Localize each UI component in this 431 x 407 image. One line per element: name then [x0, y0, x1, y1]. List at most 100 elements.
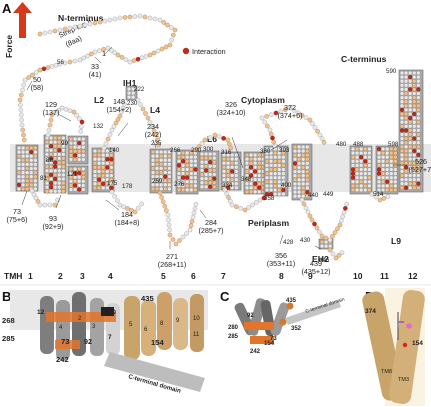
residue-dot	[45, 144, 49, 148]
residue-dot	[273, 180, 277, 184]
residue-dot	[144, 54, 148, 58]
residue-dot	[177, 159, 181, 163]
residue-dot	[97, 170, 101, 174]
residue-dot	[408, 174, 412, 178]
residue-dot	[222, 161, 226, 165]
residue-dot	[368, 184, 372, 188]
residue-dot	[188, 228, 192, 232]
residue-dot	[204, 164, 208, 168]
residue-dot	[263, 120, 267, 124]
residue-dot	[133, 14, 137, 18]
residue-dot	[49, 165, 53, 169]
residue-dot	[48, 123, 52, 127]
residue-dot	[412, 92, 416, 96]
residue-dot	[81, 171, 85, 175]
residue-dot	[115, 199, 119, 203]
residue-dot	[253, 178, 257, 182]
residue-dot	[97, 186, 101, 190]
residue-dot	[208, 160, 212, 164]
residue-number: 488	[353, 141, 364, 148]
residue-dot	[363, 184, 367, 188]
residue-dot	[151, 154, 155, 158]
residue-dot	[381, 172, 385, 176]
loop-label: L9	[391, 236, 401, 246]
residue-dot	[77, 175, 81, 179]
residue-dot	[53, 185, 57, 189]
residue-dot	[77, 179, 81, 183]
residue-dot	[254, 200, 258, 204]
residue-dot	[404, 161, 408, 165]
residue-dot	[25, 179, 29, 183]
residue-dot	[234, 205, 238, 209]
residue-dot	[404, 104, 408, 108]
residue-dot	[253, 190, 257, 194]
residue-dot	[53, 157, 57, 161]
residue-dot	[21, 158, 25, 162]
residue-dot	[324, 244, 328, 248]
residue-dot	[212, 173, 216, 177]
residue-dot	[62, 169, 66, 173]
residue-dot	[165, 23, 169, 27]
residue-dot	[394, 159, 398, 163]
residue-dot	[377, 159, 381, 163]
residue-dot	[305, 145, 309, 149]
residue-number: 393	[279, 147, 290, 154]
residue-dot	[194, 163, 198, 167]
residue-dot	[322, 140, 326, 144]
residue-number: 121	[67, 171, 78, 178]
residue-dot	[377, 147, 381, 151]
residue-dot	[181, 188, 185, 192]
residue-dot	[234, 157, 238, 161]
residue-dot	[204, 185, 208, 189]
residue-dot	[155, 171, 159, 175]
residue-dot	[17, 146, 21, 150]
residue-dot	[269, 188, 273, 192]
residue-dot	[417, 124, 421, 128]
residue-dot	[132, 59, 136, 63]
residue-dot	[304, 206, 308, 210]
residue-dot	[293, 166, 297, 170]
residue-dot	[146, 116, 150, 120]
residue-dot	[408, 88, 412, 92]
residue-dot	[97, 182, 101, 186]
residue-dot	[297, 182, 301, 186]
residue-dot	[57, 153, 61, 157]
tmh-prefix: TMH	[4, 271, 22, 281]
residue-dot	[151, 187, 155, 191]
residue-dot	[69, 137, 73, 141]
residue-dot	[351, 176, 355, 180]
residue-dot	[104, 141, 108, 145]
residue-dot	[385, 151, 389, 155]
residue-dot	[417, 116, 421, 120]
residue-dot	[140, 56, 144, 60]
residue-dot	[363, 147, 367, 151]
residue-dot	[89, 52, 93, 56]
residue-dot	[297, 194, 301, 198]
residue-dot	[378, 198, 382, 202]
residue-dot	[282, 172, 286, 176]
residue-dot	[385, 176, 389, 180]
residue-dot	[253, 157, 257, 161]
residue-dot	[277, 172, 281, 176]
residue-dot	[57, 161, 61, 165]
residue-dot	[17, 150, 21, 154]
residue-dot	[53, 169, 57, 173]
residue-dot	[77, 167, 81, 171]
residue-dot	[359, 159, 363, 163]
residue-dot	[400, 75, 404, 79]
residue-dot	[53, 153, 57, 157]
residue-dot	[359, 172, 363, 176]
residue-dot	[49, 118, 53, 122]
residue-dot	[200, 164, 204, 168]
residue-dot	[168, 43, 172, 47]
residue-dot	[368, 172, 372, 176]
residue-dot	[400, 170, 404, 174]
residue-dot	[273, 188, 277, 192]
residue-dot	[128, 60, 132, 64]
residue-dot	[363, 151, 367, 155]
residue-dot	[301, 162, 305, 166]
residue-dot	[34, 167, 38, 171]
residue-dot	[93, 174, 97, 178]
residue-dot	[181, 235, 185, 239]
residue-dot	[106, 137, 110, 141]
